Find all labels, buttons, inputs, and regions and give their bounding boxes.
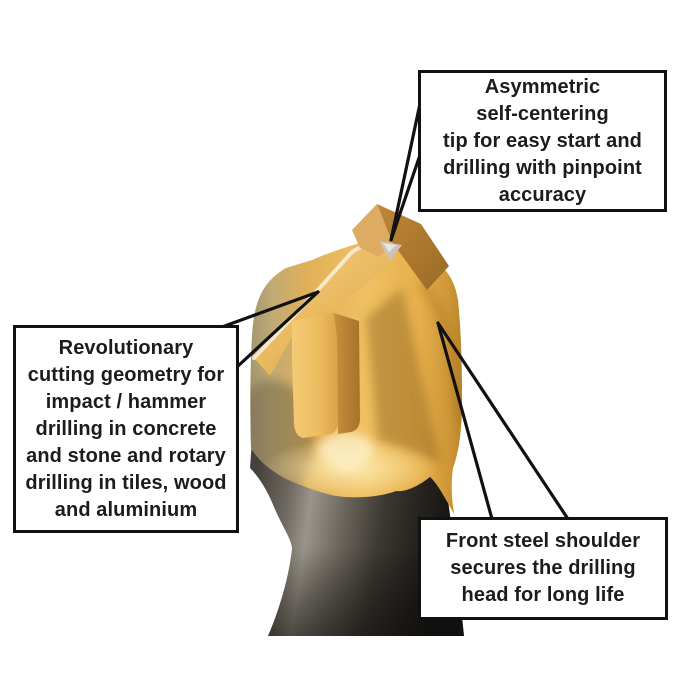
tip-notch-glint bbox=[383, 243, 396, 252]
head-glow bbox=[262, 438, 438, 498]
leader-line-shoulder-right bbox=[436, 321, 570, 521]
leader-lines bbox=[220, 97, 570, 521]
leader-line-tip-lower bbox=[389, 150, 423, 242]
head-valley-shadow bbox=[366, 288, 440, 462]
leader-line-geometry-lower bbox=[236, 290, 320, 368]
callout-text-shoulder: Front steel shoulder secures the drillin… bbox=[445, 530, 641, 606]
center-blade-slab bbox=[292, 313, 360, 438]
drill-shank bbox=[250, 440, 464, 636]
callout-box-shoulder: Front steel shoulder secures the drillin… bbox=[418, 517, 668, 620]
head-glow-bright bbox=[318, 432, 374, 468]
callout-text-tip: Asymmetric self-centering tip for easy s… bbox=[443, 75, 642, 206]
head-crease bbox=[417, 280, 462, 421]
leader-line-geometry-upper bbox=[220, 290, 320, 329]
leader-line-shoulder-left bbox=[436, 321, 494, 521]
callout-box-geometry: Revolutionary cutting geometry for impac… bbox=[13, 325, 239, 533]
leader-line-tip-upper bbox=[389, 97, 423, 242]
callout-box-tip: Asymmetric self-centering tip for easy s… bbox=[418, 70, 667, 212]
callout-text-geometry: Revolutionary cutting geometry for impac… bbox=[25, 336, 227, 521]
